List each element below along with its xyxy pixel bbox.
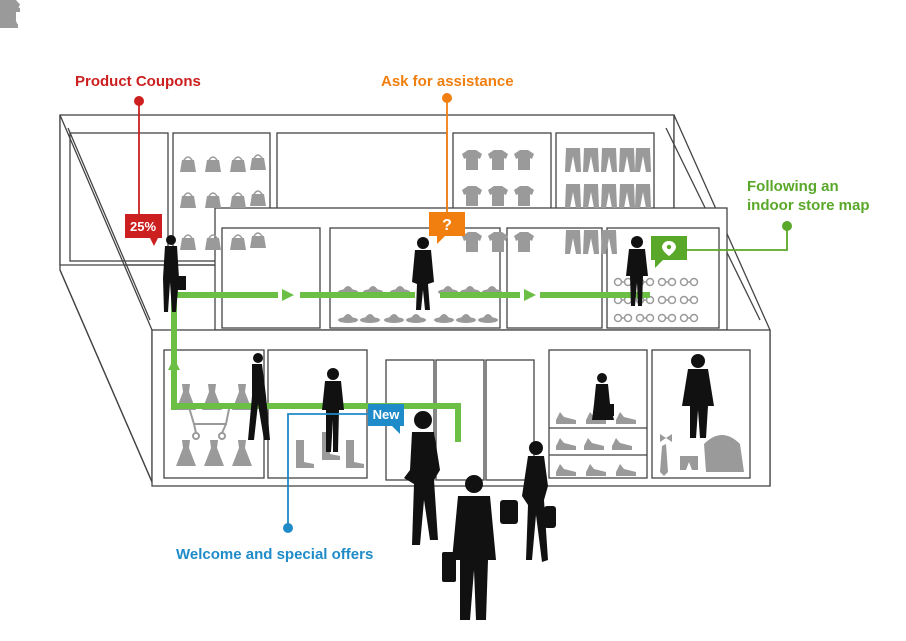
callout-product-coupons: Product Coupons 25% bbox=[75, 73, 201, 246]
callout-indoor-store-map: Following an indoor store map bbox=[651, 178, 870, 268]
question-mark-icon: ? bbox=[442, 217, 452, 234]
shoes-display bbox=[0, 0, 636, 476]
ask-for-assistance-label: Ask for assistance bbox=[381, 73, 514, 90]
callout-welcome-offers: New Welcome and special offers bbox=[176, 404, 404, 563]
indoor-navigation-path bbox=[171, 292, 650, 442]
menswear-display bbox=[660, 434, 744, 476]
path-arrows bbox=[168, 289, 536, 370]
welcome-offers-label: Welcome and special offers bbox=[176, 546, 373, 563]
product-coupons-label: Product Coupons bbox=[75, 73, 201, 90]
coupon-badge-text: 25% bbox=[130, 219, 156, 234]
store-map-label-line2: indoor store map bbox=[747, 197, 870, 214]
map-pin-icon bbox=[662, 241, 676, 256]
new-badge-text: New bbox=[373, 407, 401, 422]
callout-ask-for-assistance: Ask for assistance ? bbox=[381, 73, 514, 244]
shopper-silhouettes bbox=[163, 235, 714, 620]
store-map-label-line1: Following an bbox=[747, 178, 839, 195]
